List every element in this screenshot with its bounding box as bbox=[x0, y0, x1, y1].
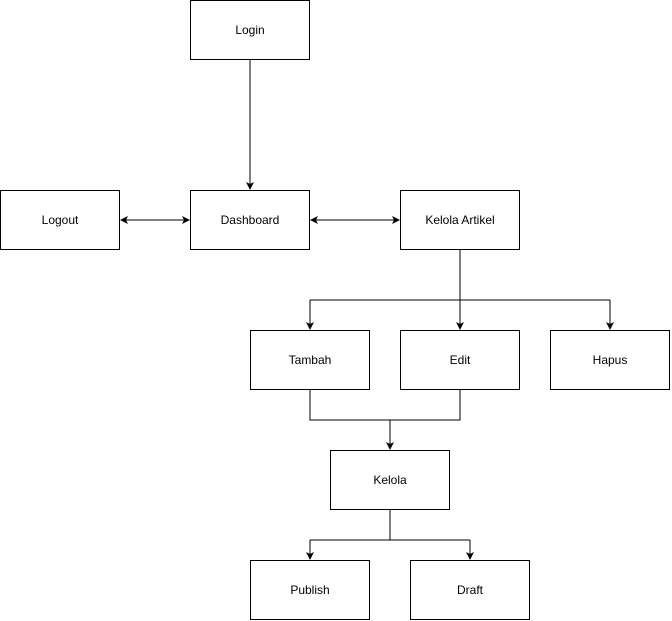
node-kelola-artikel: Kelola Artikel bbox=[400, 190, 520, 250]
node-kelola-artikel-label: Kelola Artikel bbox=[425, 213, 495, 227]
node-login-label: Login bbox=[235, 23, 265, 37]
edge-tambah-edit-merge bbox=[309, 390, 461, 421]
node-publish-label: Publish bbox=[290, 583, 330, 597]
node-logout: Logout bbox=[0, 190, 120, 250]
node-hapus: Hapus bbox=[550, 330, 670, 390]
node-draft-label: Draft bbox=[456, 583, 483, 597]
node-edit: Edit bbox=[400, 330, 520, 390]
node-hapus-label: Hapus bbox=[592, 353, 628, 367]
edge-kelola-split bbox=[310, 510, 391, 541]
node-kelola: Kelola bbox=[330, 450, 450, 510]
node-edit-label: Edit bbox=[449, 353, 471, 367]
node-login: Login bbox=[190, 0, 310, 60]
node-draft: Draft bbox=[410, 560, 530, 620]
node-tambah: Tambah bbox=[250, 330, 370, 390]
node-kelola-label: Kelola bbox=[373, 473, 407, 487]
node-dashboard: Dashboard bbox=[190, 190, 310, 250]
node-publish: Publish bbox=[250, 560, 370, 620]
node-tambah-label: Tambah bbox=[288, 353, 332, 367]
node-logout-label: Logout bbox=[41, 213, 79, 227]
node-dashboard-label: Dashboard bbox=[220, 213, 280, 227]
